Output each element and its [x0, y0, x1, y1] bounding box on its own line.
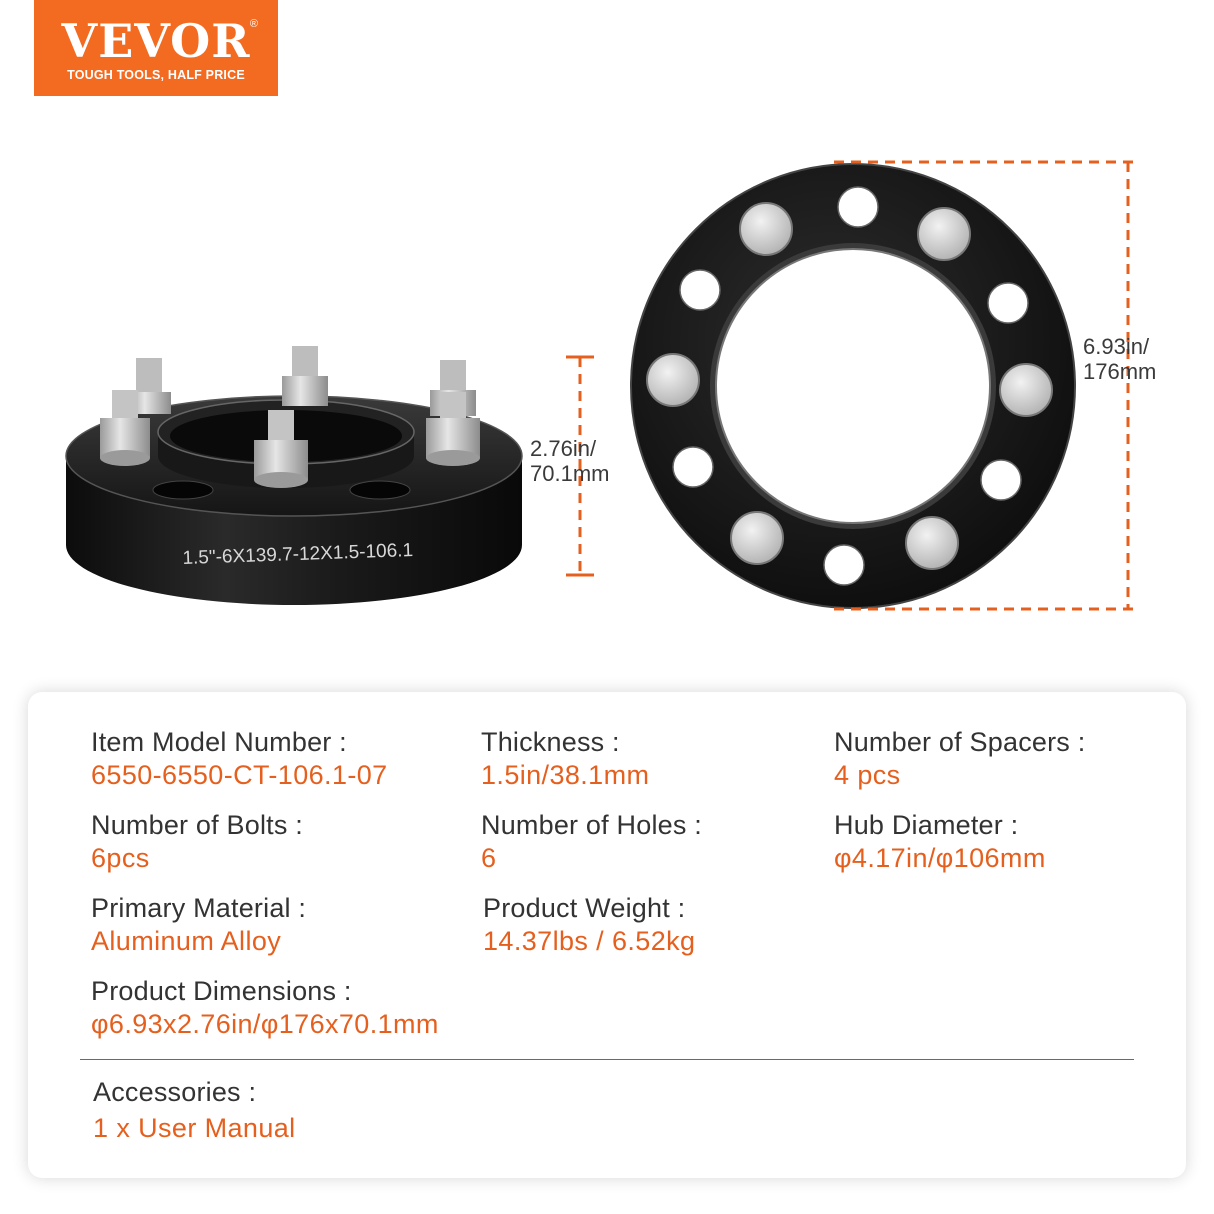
- spec-product-dimensions: Product Dimensions : φ6.93x2.76in/φ176x7…: [91, 976, 439, 1039]
- product-illustration: 1.5"-6X139.7-12X1.5-106.1: [65, 160, 1136, 611]
- wheel-studs: [100, 346, 480, 488]
- divider: [80, 1059, 1134, 1060]
- spec-number-of-holes: Number of Holes : 6: [481, 810, 702, 873]
- diameter-dimension-label: 6.93in/ 176mm: [1083, 334, 1157, 384]
- thickness-dimension-label: 2.76in/ 70.1mm: [530, 436, 610, 486]
- spec-hub-diameter: Hub Diameter : φ4.17in/φ106mm: [834, 810, 1046, 873]
- spec-accessories: Accessories : 1 x User Manual: [93, 1077, 296, 1143]
- bolt-heads: [646, 202, 1053, 570]
- specifications-card: Item Model Number : 6550-6550-CT-106.1-0…: [28, 692, 1186, 1178]
- spec-thickness: Thickness : 1.5in/38.1mm: [481, 727, 650, 790]
- spec-model-number: Item Model Number : 6550-6550-CT-106.1-0…: [91, 727, 388, 790]
- thickness-dimension-line: [566, 355, 594, 577]
- stud-icon: [254, 410, 308, 488]
- spec-primary-material: Primary Material : Aluminum Alloy: [91, 893, 307, 956]
- spec-number-of-spacers: Number of Spacers : 4 pcs: [834, 727, 1086, 790]
- vevor-logo: VEVOR ® TOUGH TOOLS, HALF PRICE: [34, 0, 278, 96]
- stud-holes: [672, 186, 1029, 586]
- spacer-front-view: [630, 163, 1076, 609]
- stud-icon: [426, 392, 480, 466]
- stud-icon: [282, 346, 328, 406]
- spec-number-of-bolts: Number of Bolts : 6pcs: [91, 810, 303, 873]
- registered-mark: ®: [249, 18, 258, 30]
- stud-icon: [100, 390, 150, 466]
- spec-product-weight: Product Weight : 14.37lbs / 6.52kg: [483, 893, 696, 956]
- diameter-dimension-line: [834, 160, 1136, 611]
- brand-tagline: TOUGH TOOLS, HALF PRICE: [67, 68, 245, 82]
- brand-name: VEVOR: [61, 14, 251, 68]
